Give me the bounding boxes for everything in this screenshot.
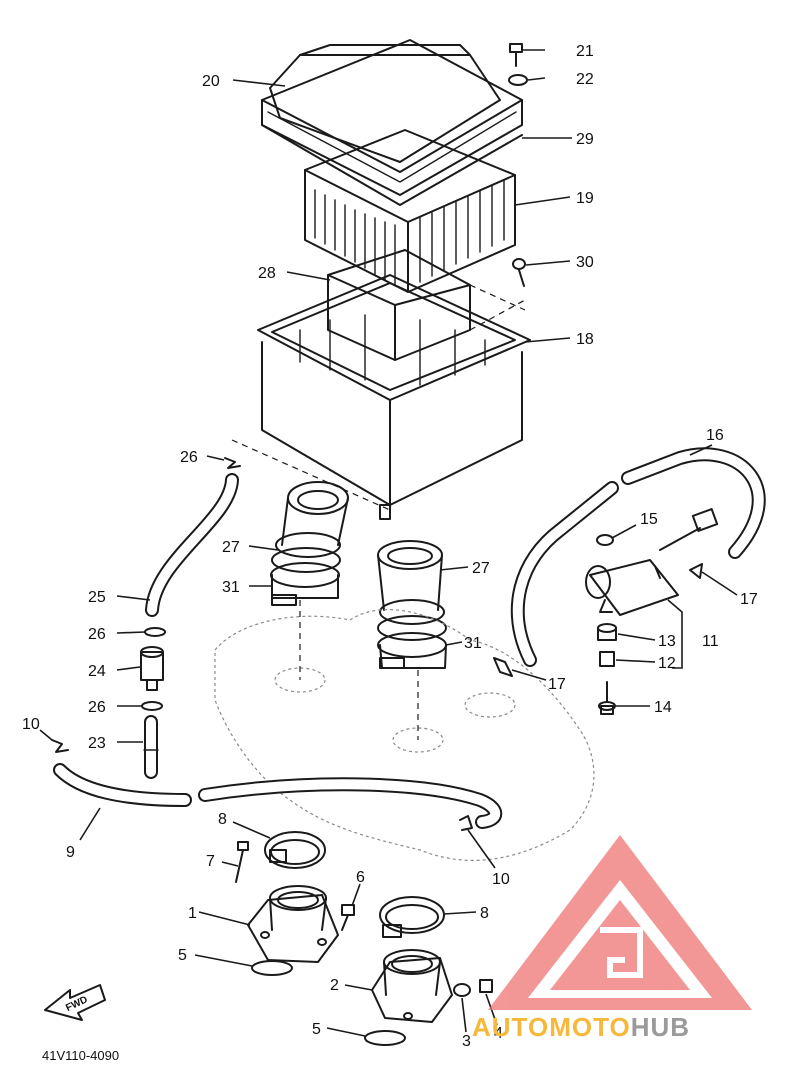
label-5-upper: 5 [178,947,187,964]
air-cleaner-case [257,274,531,520]
intake-joint-left [270,481,349,606]
label-10-right: 10 [492,871,510,888]
label-16: 16 [706,427,724,444]
label-17-upper: 17 [740,591,758,608]
label-24: 24 [88,663,106,680]
cap-4 [479,979,493,993]
intake-joint-right [377,540,447,669]
screw-6 [341,904,355,931]
label-28: 28 [258,265,276,282]
label-6: 6 [356,869,365,886]
label-5-lower: 5 [312,1021,321,1038]
bolt-7 [235,841,249,883]
carburetor-outline [214,439,595,861]
air-filter-element [304,129,516,293]
hose-25 [145,473,239,617]
cap-13 [597,623,617,641]
label-9: 9 [66,844,75,861]
label-11: 11 [702,633,719,650]
label-31-left: 31 [222,579,240,596]
clamp-8-upper [264,831,326,869]
label-27-right: 27 [472,560,490,577]
label-8-lower: 8 [480,905,489,922]
label-14: 14 [654,699,672,716]
label-17-lower: 17 [548,676,566,693]
label-18: 18 [576,331,594,348]
watermark-text-part1: AUTOMOTO [472,1012,631,1042]
cover-screw [509,43,523,67]
label-19: 19 [576,190,594,207]
clip-10-right [459,815,473,831]
leader-lines [39,49,738,1037]
label-25: 25 [88,589,106,606]
label-30: 30 [576,254,594,271]
label-2: 2 [330,977,339,994]
label-3: 3 [462,1033,471,1050]
label-4: 4 [494,1025,503,1042]
cap-3 [453,983,471,997]
label-1: 1 [188,905,197,922]
label-12: 12 [658,655,676,672]
air-cut-valve [585,508,719,616]
label-31-right: 31 [464,635,482,652]
cover-washer [508,74,528,86]
label-26-low: 26 [88,699,106,716]
case-screw [512,258,526,287]
forward-arrow-label: FWD [64,994,89,1014]
clip-26-low [141,701,163,711]
clamp-8-lower [379,896,445,938]
hose-9 [53,763,503,829]
watermark-text-part2: HUB [631,1012,690,1042]
hose-23 [143,715,159,779]
hose-16 [510,447,766,667]
label-20: 20 [202,73,220,90]
label-7: 7 [206,853,215,870]
bolt-14 [598,681,616,715]
air-cleaner-cover [261,39,523,206]
label-10-left: 10 [22,716,40,733]
label-13: 13 [658,633,676,650]
part-numbers: 20 21 22 29 19 28 30 18 16 26 27 31 27 1… [22,43,758,1050]
label-21: 21 [576,43,594,60]
forward-arrow: FWD [44,984,106,1021]
clip-10-left [51,739,69,753]
label-22: 22 [576,71,594,88]
label-27-left: 27 [222,539,240,556]
cap-12 [599,651,615,667]
carb-joint-2 [371,949,453,1023]
label-26-mid: 26 [88,626,106,643]
label-23: 23 [88,735,106,752]
label-8-upper: 8 [218,811,227,828]
air-cleaner-joint [327,249,526,361]
watermark-logo [488,835,752,1010]
oring-5-upper [251,960,293,976]
label-15: 15 [640,511,658,528]
watermark-text: AUTOMOTOHUB [472,1012,690,1042]
filter-24 [140,646,164,691]
clip-26-top [224,457,241,469]
drawing-code: 41V110-4090 [42,1048,119,1063]
carb-joint-1 [247,885,339,963]
clip-26-mid [144,627,166,637]
oring-5-lower [364,1030,406,1046]
label-26-top: 26 [180,449,198,466]
clip-17-lower [493,657,513,677]
label-29: 29 [576,131,594,148]
